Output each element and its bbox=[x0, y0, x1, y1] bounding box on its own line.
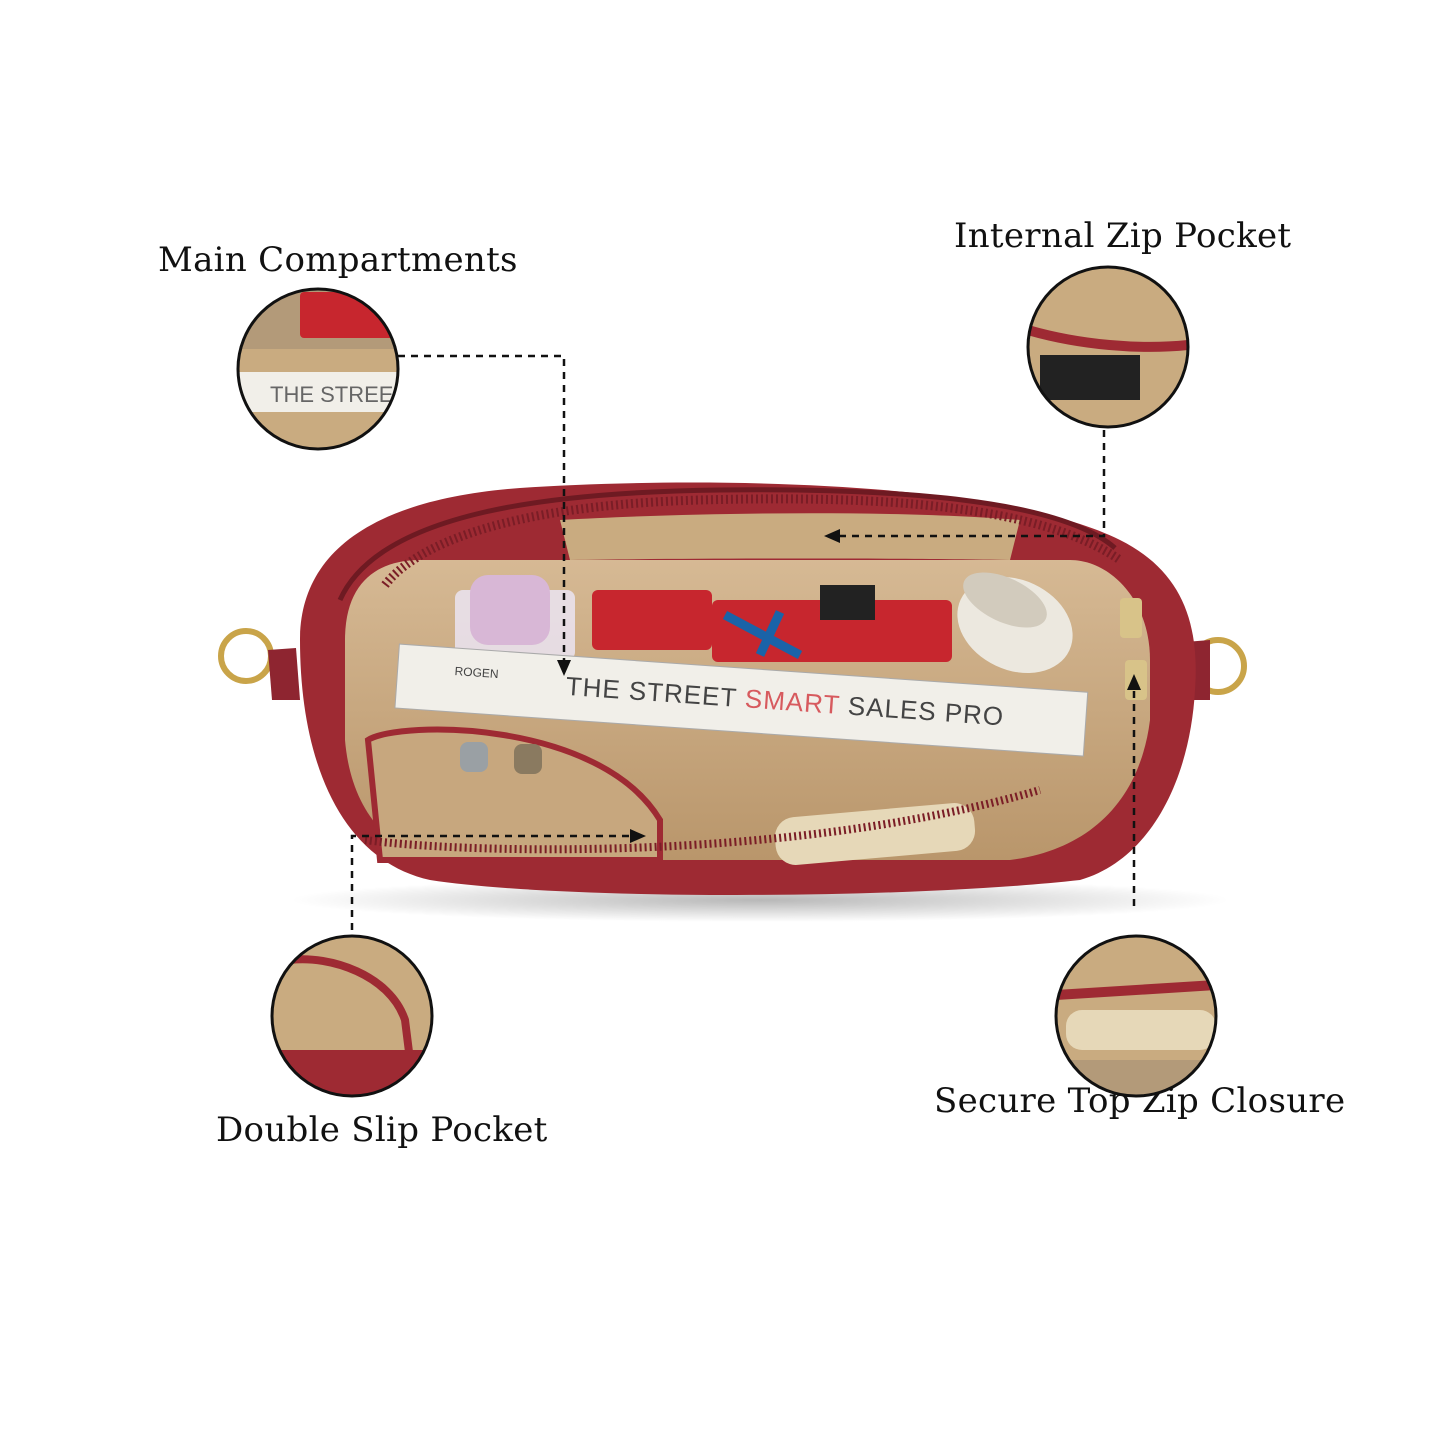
zip-pocket-flap bbox=[560, 513, 1020, 560]
slip-pocket bbox=[364, 726, 663, 863]
cream-jar-icon bbox=[957, 572, 1073, 674]
zoom-main-compartments: THE STREE bbox=[238, 289, 398, 449]
book-author: ROGEN bbox=[454, 664, 499, 681]
label-main-compartments: Main Compartments bbox=[158, 240, 518, 280]
label-internal-zip-pocket: Internal Zip Pocket bbox=[954, 216, 1292, 256]
nail-polish-icon bbox=[455, 575, 575, 660]
arrow-heads bbox=[557, 529, 1141, 843]
zoom-internal-zip-pocket bbox=[1028, 267, 1188, 427]
mascara-icon bbox=[592, 585, 952, 662]
book-icon: ROGEN THE STREET SMART SALES PRO bbox=[394, 643, 1089, 757]
zoom-book-text: THE STREE bbox=[270, 382, 393, 407]
pen-icon bbox=[460, 742, 542, 774]
label-double-slip-pocket: Double Slip Pocket bbox=[216, 1110, 548, 1150]
leader-lines bbox=[350, 354, 1136, 930]
left-ring-icon bbox=[218, 628, 300, 700]
